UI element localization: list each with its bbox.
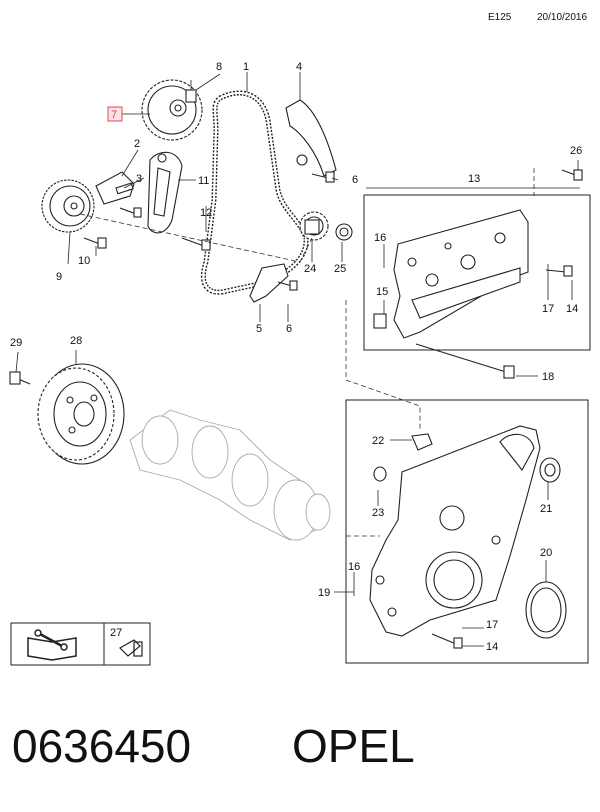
callout-4[interactable]: 4 bbox=[296, 61, 302, 73]
callout-9[interactable]: 9 bbox=[56, 271, 62, 283]
cover-oil-seal[interactable] bbox=[539, 457, 561, 483]
oil-pump-housing[interactable] bbox=[393, 209, 529, 339]
callout-20[interactable]: 20 bbox=[540, 547, 552, 559]
service-manual-icon bbox=[27, 629, 77, 661]
cover-detail-frame bbox=[345, 399, 589, 664]
callout-21[interactable]: 21 bbox=[540, 503, 552, 515]
cover-bolt[interactable] bbox=[431, 633, 463, 649]
part-number: 0636450 bbox=[12, 720, 191, 772]
chain-tensioner[interactable] bbox=[95, 171, 135, 205]
cover-plug[interactable] bbox=[373, 466, 387, 482]
housing-bolt[interactable] bbox=[545, 265, 573, 277]
callout-26[interactable]: 26 bbox=[570, 145, 582, 157]
harmonic-damper-pulley[interactable] bbox=[37, 363, 125, 465]
leader-lines bbox=[15, 72, 580, 647]
callout-18[interactable]: 18 bbox=[542, 371, 554, 383]
callout-15[interactable]: 15 bbox=[376, 286, 388, 298]
sprocket-bolt[interactable] bbox=[185, 80, 197, 103]
callout-12[interactable]: 12 bbox=[200, 207, 212, 219]
callout-8[interactable]: 8 bbox=[216, 61, 222, 73]
cover-gasket-clip[interactable] bbox=[411, 433, 433, 451]
callout-27[interactable]: 27 bbox=[110, 627, 122, 639]
mount-bolt[interactable] bbox=[561, 169, 583, 181]
callout-22[interactable]: 22 bbox=[372, 435, 384, 447]
callout-6-lower[interactable]: 6 bbox=[286, 323, 292, 335]
callout-13[interactable]: 13 bbox=[468, 173, 480, 185]
diagram-date: 20/10/2016 bbox=[537, 12, 587, 23]
lower-guide-rail[interactable] bbox=[249, 263, 289, 303]
damper-bolt[interactable] bbox=[9, 371, 31, 385]
callout-17-lower[interactable]: 17 bbox=[486, 619, 498, 631]
brand-name: OPEL bbox=[292, 720, 415, 772]
guide-bolt-lower[interactable] bbox=[277, 280, 298, 291]
tensioner-rail[interactable] bbox=[147, 151, 183, 234]
callout-16-lower[interactable]: 16 bbox=[348, 561, 360, 573]
callout-3[interactable]: 3 bbox=[136, 173, 142, 185]
crankshaft bbox=[129, 409, 331, 541]
callout-5[interactable]: 5 bbox=[256, 323, 262, 335]
callout-23[interactable]: 23 bbox=[372, 507, 384, 519]
callout-labels: 1 2 3 4 5 6 6 7 8 9 10 11 12 13 14 14 15… bbox=[10, 61, 582, 653]
housing-detail-frame bbox=[363, 194, 591, 351]
rail-bolt[interactable] bbox=[181, 237, 211, 251]
selected-part-highlight[interactable] bbox=[107, 106, 123, 122]
tensioner-bolt[interactable] bbox=[119, 207, 142, 218]
front-timing-cover[interactable] bbox=[369, 425, 541, 637]
housing-seal[interactable] bbox=[373, 313, 387, 329]
callout-2[interactable]: 2 bbox=[134, 138, 140, 150]
gear-bolt[interactable] bbox=[83, 237, 107, 249]
callout-6-upper[interactable]: 6 bbox=[352, 174, 358, 186]
callout-11[interactable]: 11 bbox=[198, 175, 209, 187]
drive-gear[interactable] bbox=[41, 179, 95, 233]
callout-1[interactable]: 1 bbox=[243, 61, 249, 73]
cover-seal-ring[interactable] bbox=[525, 581, 567, 639]
callout-25[interactable]: 25 bbox=[334, 263, 346, 275]
callout-10[interactable]: 10 bbox=[78, 255, 90, 267]
crankshaft-sprocket[interactable] bbox=[299, 211, 329, 241]
sprocket-nut[interactable] bbox=[335, 223, 353, 241]
callout-19[interactable]: 19 bbox=[318, 587, 330, 599]
legend-box bbox=[10, 622, 151, 666]
callout-16-upper[interactable]: 16 bbox=[374, 232, 386, 244]
callout-29[interactable]: 29 bbox=[10, 337, 22, 349]
callout-14-lower[interactable]: 14 bbox=[486, 641, 498, 653]
sealant-tube-icon bbox=[119, 639, 143, 657]
callout-28[interactable]: 28 bbox=[70, 335, 82, 347]
housing-bolt-long[interactable] bbox=[415, 343, 515, 379]
callout-24[interactable]: 24 bbox=[304, 263, 316, 275]
callout-17-upper[interactable]: 17 bbox=[542, 303, 554, 315]
callout-7[interactable]: 7 bbox=[111, 109, 117, 121]
camshaft-sprocket[interactable] bbox=[141, 79, 203, 141]
upper-guide-rail[interactable] bbox=[285, 99, 337, 177]
guide-bolt-upper[interactable] bbox=[311, 171, 335, 183]
diagram-code: E125 bbox=[488, 12, 512, 23]
callout-14-upper[interactable]: 14 bbox=[566, 303, 578, 315]
